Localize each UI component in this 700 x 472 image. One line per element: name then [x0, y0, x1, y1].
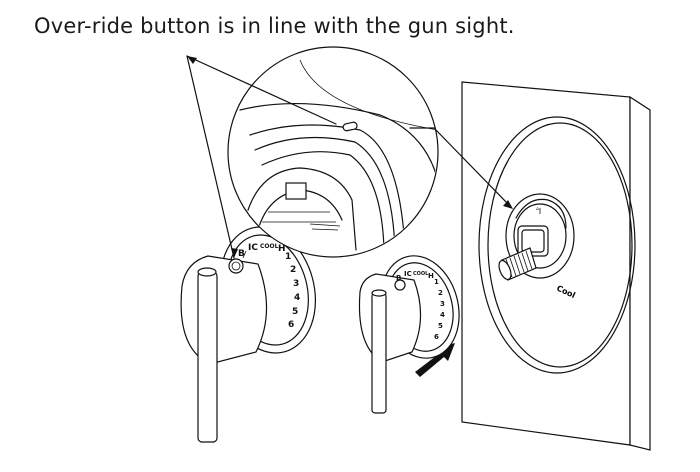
- dial-mark: 3: [293, 279, 299, 289]
- dial-mark: IC: [248, 243, 258, 253]
- valve-escutcheon: ▵ Cool: [478, 116, 636, 374]
- dial-mark: 3: [440, 300, 445, 308]
- dial-mark: B: [396, 274, 401, 282]
- dial-mark: 5: [438, 322, 443, 330]
- valve-stem: [498, 247, 537, 281]
- dial-mark: 2: [290, 265, 296, 275]
- dial-mark: H: [278, 244, 286, 254]
- dial-mark: COOL: [260, 243, 279, 250]
- dial-mark: 2: [438, 289, 443, 297]
- handle-right: B IC COOL H 1 2 3 4 5 6: [358, 255, 460, 414]
- dial-mark: 1: [285, 252, 291, 262]
- caption-text: Over-ride button is in line with the gun…: [34, 14, 515, 38]
- dial-mark: COOL: [413, 271, 429, 277]
- dial-mark: B: [238, 249, 245, 259]
- wall-plate: [461, 81, 651, 451]
- dial-mark: 5: [292, 307, 298, 317]
- dial-mark: H: [428, 272, 434, 280]
- dial-mark: 4: [440, 311, 445, 319]
- dial-mark: 1: [434, 278, 439, 286]
- dial-mark: 6: [434, 333, 439, 341]
- dial-mark: 4: [294, 293, 300, 303]
- svg-text:▵: ▵: [536, 205, 539, 212]
- handle-left: B IC COOL H 1 2 3 4 5 6: [180, 226, 317, 443]
- dial-mark: IC: [404, 270, 412, 278]
- magnified-detail: [227, 46, 439, 258]
- callout-leader-arrows: [186, 55, 513, 259]
- dial-mark: 6: [288, 320, 294, 330]
